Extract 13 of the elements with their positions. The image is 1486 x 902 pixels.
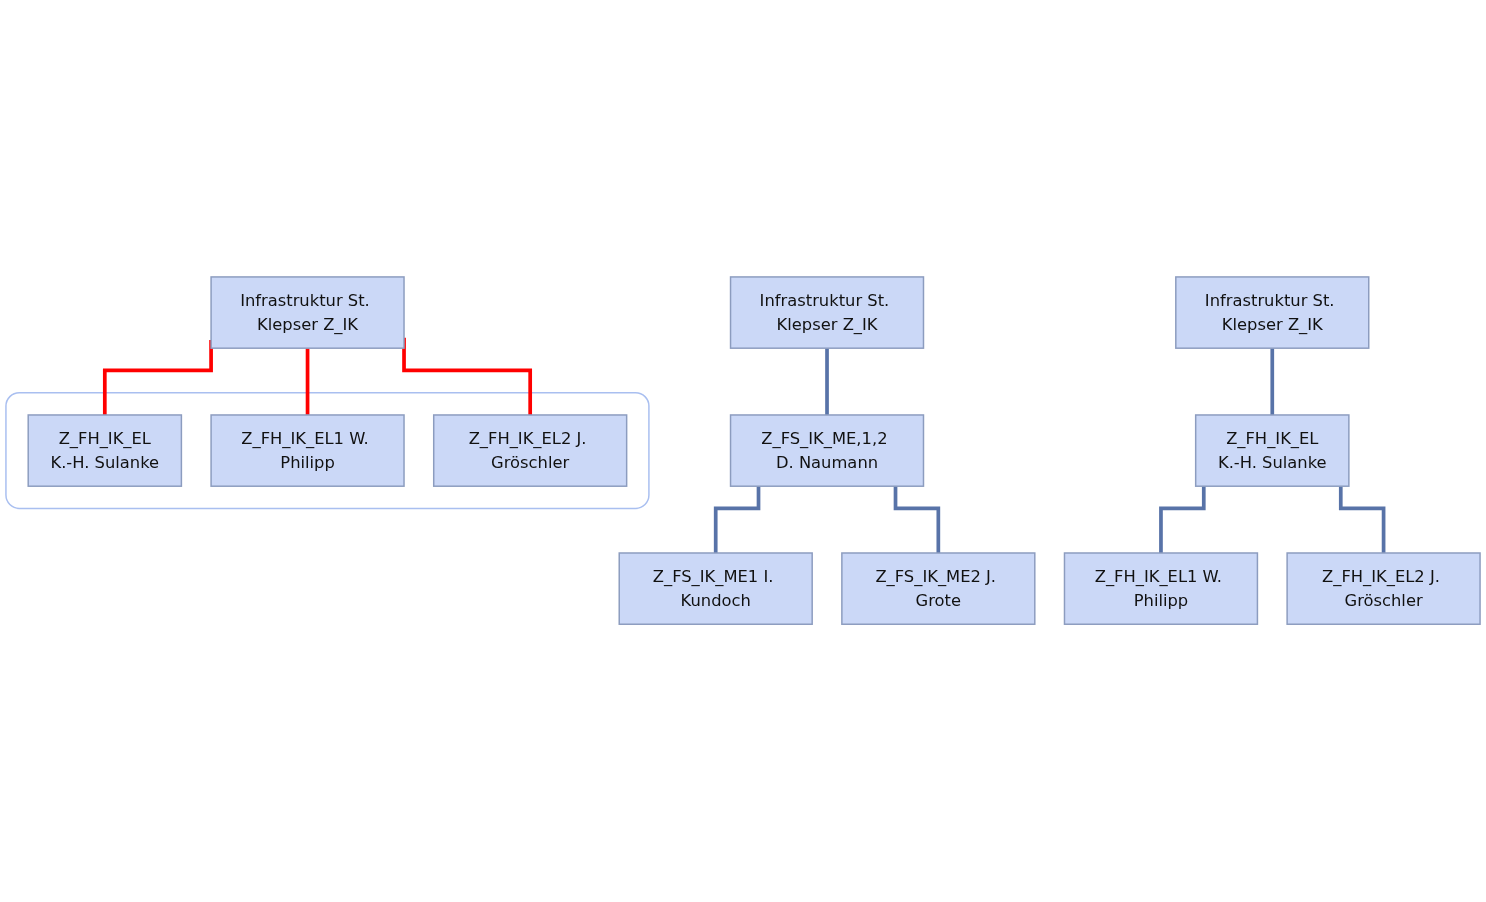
node-box: Infrastruktur St. Klepser Z_IK <box>1175 276 1370 350</box>
node-box: Z_FS_IK_ME,1,2 D. Naumann <box>729 414 925 488</box>
node-box: Infrastruktur St. Klepser Z_IK <box>729 276 925 350</box>
node-box: Infrastruktur St. Klepser Z_IK <box>210 276 405 350</box>
cluster <box>5 392 650 510</box>
node-box: Z_FS_IK_ME2 J. Grote <box>841 552 1036 626</box>
node-box: Z_FH_IK_EL1 W. Philipp <box>210 414 405 488</box>
node-box: Z_FH_IK_EL K.-H. Sulanke <box>1194 414 1350 488</box>
node-box: Z_FH_IK_EL K.-H. Sulanke <box>27 414 183 488</box>
node-box: Z_FH_IK_EL1 W. Philipp <box>1063 552 1259 626</box>
node-box: Z_FH_IK_EL2 J. Gröschler <box>1286 552 1481 626</box>
node-box: Z_FH_IK_EL2 J. Gröschler <box>432 414 628 488</box>
node-box: Z_FS_IK_ME1 I. Kundoch <box>618 552 813 626</box>
